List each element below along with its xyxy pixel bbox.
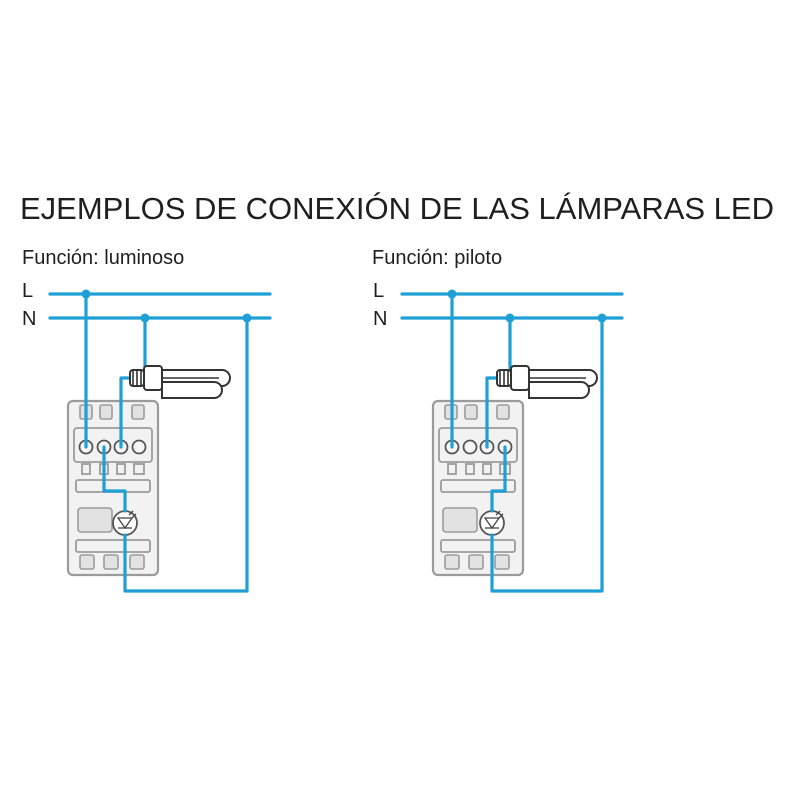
wiring	[48, 289, 272, 593]
function-label: Función: piloto	[372, 247, 502, 269]
switch-module	[66, 399, 160, 577]
led-lamp-icon	[112, 510, 138, 536]
diagram-piloto: Función: piloto L N	[372, 247, 624, 593]
neutral-label: N	[22, 308, 36, 330]
terminal-2	[462, 439, 478, 455]
switch-module	[431, 399, 525, 577]
lamp-bulb-icon	[129, 365, 231, 399]
page-title: EJEMPLOS DE CONEXIÓN DE LAS LÁMPARAS LED	[20, 191, 774, 226]
line-label: L	[22, 280, 33, 302]
terminal-4	[131, 439, 147, 455]
neutral-label: N	[373, 308, 387, 330]
lamp-bulb-icon	[496, 365, 598, 399]
led-lamp-icon	[479, 510, 505, 536]
diagram-luminoso: Función: luminoso L N	[22, 247, 272, 593]
wiring	[400, 289, 624, 593]
function-label: Función: luminoso	[22, 247, 184, 269]
line-label: L	[373, 280, 384, 302]
